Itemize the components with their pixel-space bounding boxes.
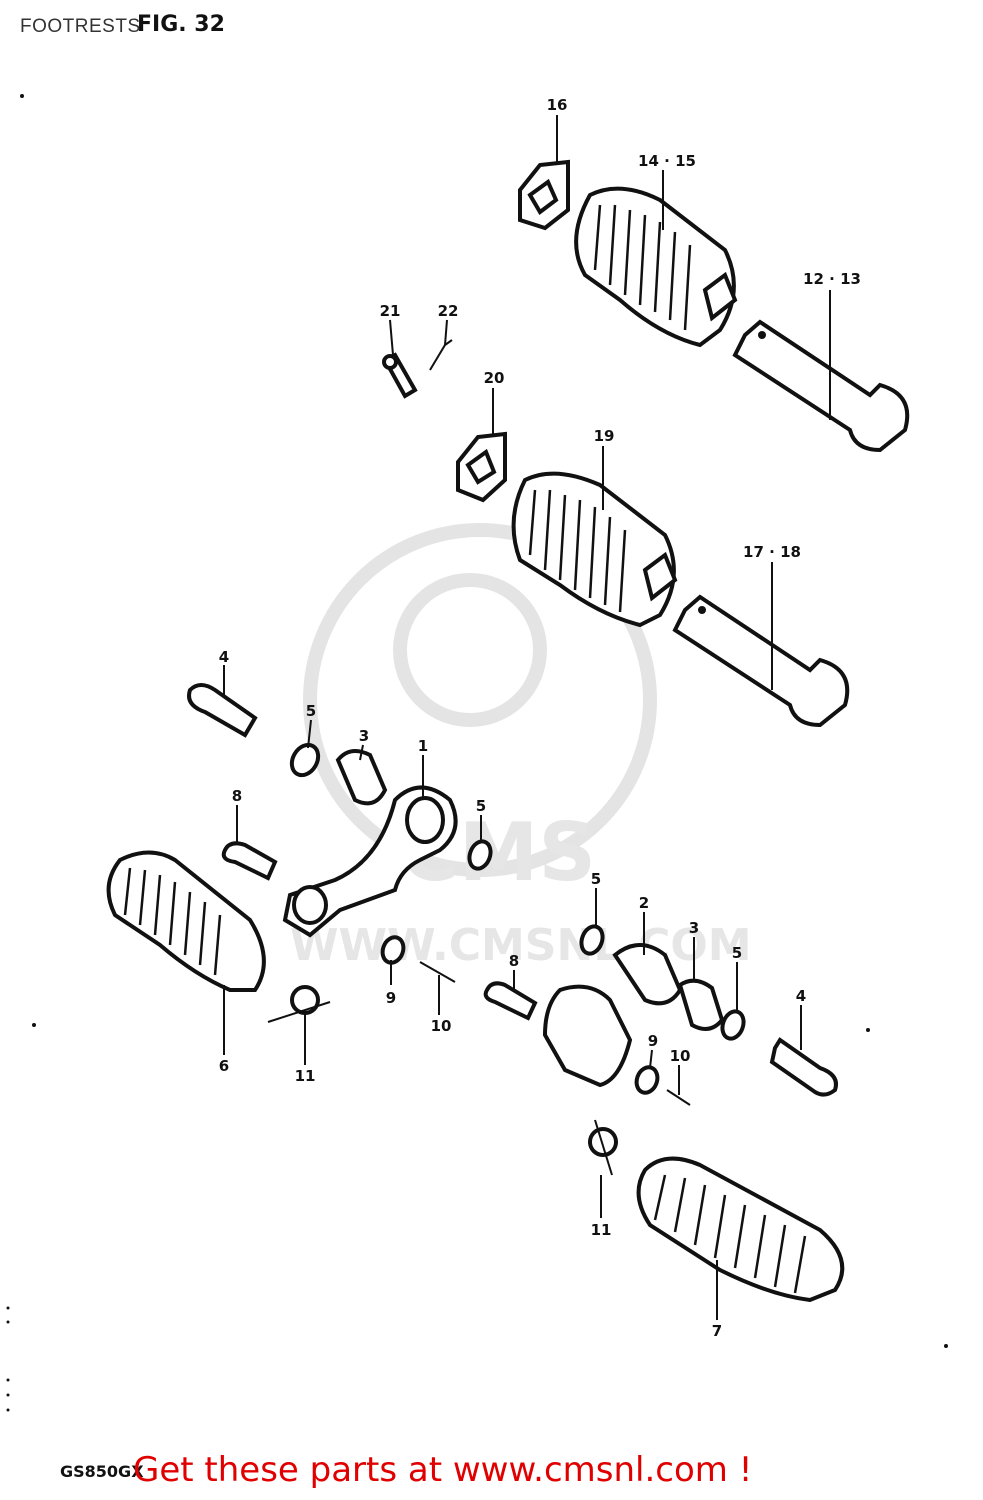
part-9-washer-right (634, 1065, 660, 1095)
promo-link-text[interactable]: Get these parts at www.cmsnl.com ! (133, 1450, 753, 1490)
callout-21: 21 (380, 302, 401, 320)
part-3-bushing-a (335, 749, 388, 806)
part-5-washer-d (720, 1009, 746, 1041)
part-11-spring-left (267, 985, 331, 1023)
callout-5-b: 5 (476, 797, 486, 815)
callout-22: 22 (438, 302, 459, 320)
part-9-washer-left (380, 935, 406, 965)
part-3-bushing-b (677, 978, 725, 1031)
part-2-bracket (542, 943, 683, 1088)
callout-20: 20 (484, 369, 505, 387)
callout-labels: 16 14 · 15 12 · 13 21 22 20 19 17 · 18 4… (219, 96, 861, 1340)
callout-10-right: 10 (670, 1047, 691, 1065)
part-6-footrest-left (106, 850, 266, 992)
part-12-13-footrest-pin (732, 319, 910, 453)
callout-3-a: 3 (359, 727, 369, 745)
part-16-plate (518, 159, 570, 231)
callout-4-left: 4 (219, 648, 229, 666)
callout-2: 2 (639, 894, 649, 912)
callout-8-right: 8 (509, 952, 519, 970)
part-5-washer-c (579, 924, 605, 956)
part-5-washer-a (289, 742, 321, 778)
callout-9-right: 9 (648, 1032, 658, 1050)
part-21-bolt (382, 352, 418, 399)
callout-10-left: 10 (431, 1017, 452, 1035)
callout-19: 19 (594, 427, 615, 445)
page-title: FOOTRESTS (20, 16, 141, 37)
part-8-pin-left (221, 841, 278, 881)
part-4-bolt-right (769, 1037, 838, 1097)
callout-5-a: 5 (306, 702, 316, 720)
watermark-url: WWW.CMSNL.COM (290, 920, 752, 971)
part-10-bolt-left (419, 961, 456, 983)
callout-4-right: 4 (796, 987, 806, 1005)
callout-11-left: 11 (295, 1067, 316, 1085)
callout-5-d: 5 (732, 944, 742, 962)
callout-12-13: 12 · 13 (803, 270, 861, 288)
watermark-logo: CMS WWW.CMSNL.COM (290, 523, 752, 971)
callout-14-15: 14 · 15 (638, 152, 696, 170)
part-7-footrest-right (636, 1156, 845, 1303)
callout-8-left: 8 (232, 787, 242, 805)
figure-number: FIG. 32 (137, 12, 225, 37)
callout-1: 1 (418, 737, 428, 755)
callout-7: 7 (712, 1322, 722, 1340)
callout-5-c: 5 (591, 870, 601, 888)
callout-17-18: 17 · 18 (743, 543, 801, 561)
scan-marks (6, 94, 948, 1412)
model-code: GS850GX (60, 1462, 144, 1481)
part-22-cotter-pin (429, 339, 453, 371)
part-20-plate (456, 431, 507, 503)
callout-11-right: 11 (591, 1221, 612, 1239)
part-17-18-footrest-pin (672, 594, 850, 728)
callout-6: 6 (219, 1057, 229, 1075)
leader-lines (223, 115, 831, 1320)
part-4-bolt-left (187, 683, 258, 738)
part-11-spring-right (588, 1119, 618, 1176)
part-10-bolt-right (666, 1089, 691, 1106)
part-8-pin-right (483, 981, 538, 1021)
callout-9-left: 9 (386, 989, 396, 1007)
callout-16: 16 (547, 96, 568, 114)
callout-3-b: 3 (689, 919, 699, 937)
part-5-washer-b (467, 839, 493, 871)
part-14-15-footrest-rubber (574, 186, 738, 348)
part-19-footrest-rubber (511, 471, 678, 628)
part-1-bracket (282, 785, 458, 938)
